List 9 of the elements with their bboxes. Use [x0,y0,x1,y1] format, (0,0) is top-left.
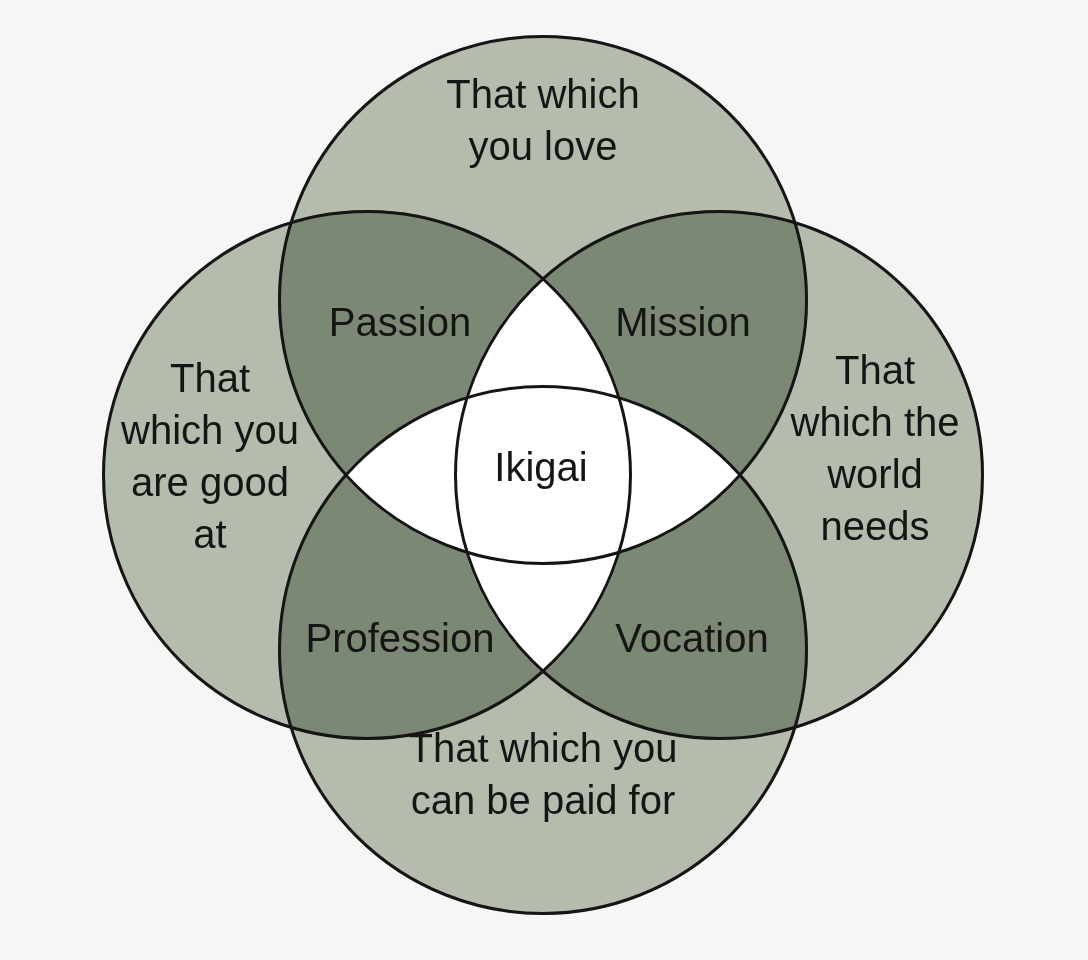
overlap-label: Mission [615,299,751,346]
circle-label: That which you can be paid for [407,725,679,824]
circle-label: That which you love [445,71,641,170]
circle-label: That which the world needs [790,347,960,550]
circle-label: That which you are good at [120,355,300,558]
overlap-label: Passion [328,299,472,346]
overlap-label: Vocation [615,615,769,662]
overlap-label: Ikigai [494,444,588,491]
overlap-label: Profession [305,615,495,662]
